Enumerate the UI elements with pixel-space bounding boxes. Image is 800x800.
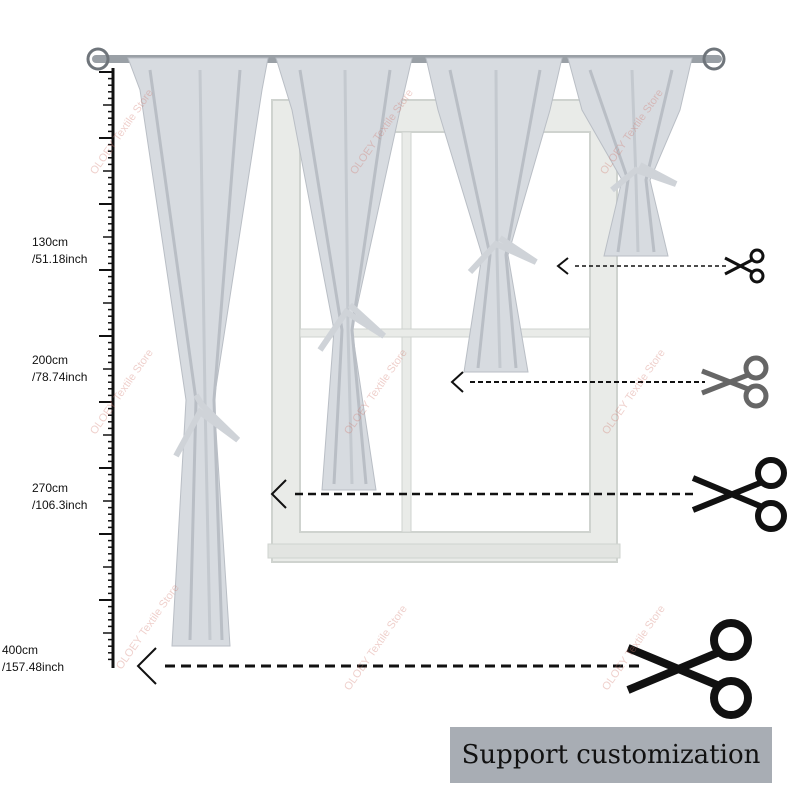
size-cm: 200cm — [32, 353, 69, 367]
size-label-130cm: 130cm /51.18inch — [32, 234, 87, 268]
cut-line-270cm — [270, 457, 787, 532]
banner-text: Support customization — [461, 740, 761, 770]
chevron-left-icon — [270, 479, 287, 509]
curtain-130cm — [567, 57, 693, 257]
tieback-200cm — [467, 235, 538, 275]
size-inch: /51.18inch — [32, 252, 88, 266]
size-cm: 400cm — [2, 643, 39, 657]
curtain-400cm — [127, 57, 269, 647]
size-label-400cm: 400cm /157.48inch — [2, 642, 64, 676]
size-label-200cm: 200cm /78.74inch — [32, 352, 87, 386]
size-inch: /157.48inch — [2, 660, 65, 674]
size-cm: 270cm — [32, 481, 69, 495]
chevron-left-icon — [136, 647, 157, 685]
scissors-icon — [724, 248, 765, 284]
height-ruler — [99, 68, 115, 668]
cut-line-400cm — [136, 619, 752, 719]
scissors-icon — [691, 457, 787, 532]
tieback-130cm — [610, 162, 678, 193]
cut-line-130cm — [556, 248, 765, 284]
size-cm: 130cm — [32, 235, 69, 249]
tieback-400cm — [173, 393, 241, 458]
scissors-icon — [626, 619, 752, 719]
tieback-270cm — [317, 302, 387, 352]
chevron-left-icon — [450, 371, 464, 393]
size-inch: /78.74inch — [32, 370, 88, 384]
support-customization-banner: Support customization — [450, 727, 772, 783]
cut-line-200cm — [450, 355, 769, 409]
scissors-icon — [701, 355, 769, 409]
chevron-left-icon — [556, 257, 569, 275]
size-label-270cm: 270cm /106.3inch — [32, 480, 87, 514]
curtain-270cm — [275, 57, 413, 491]
curtain-200cm — [425, 57, 563, 373]
size-inch: /106.3inch — [32, 498, 88, 512]
